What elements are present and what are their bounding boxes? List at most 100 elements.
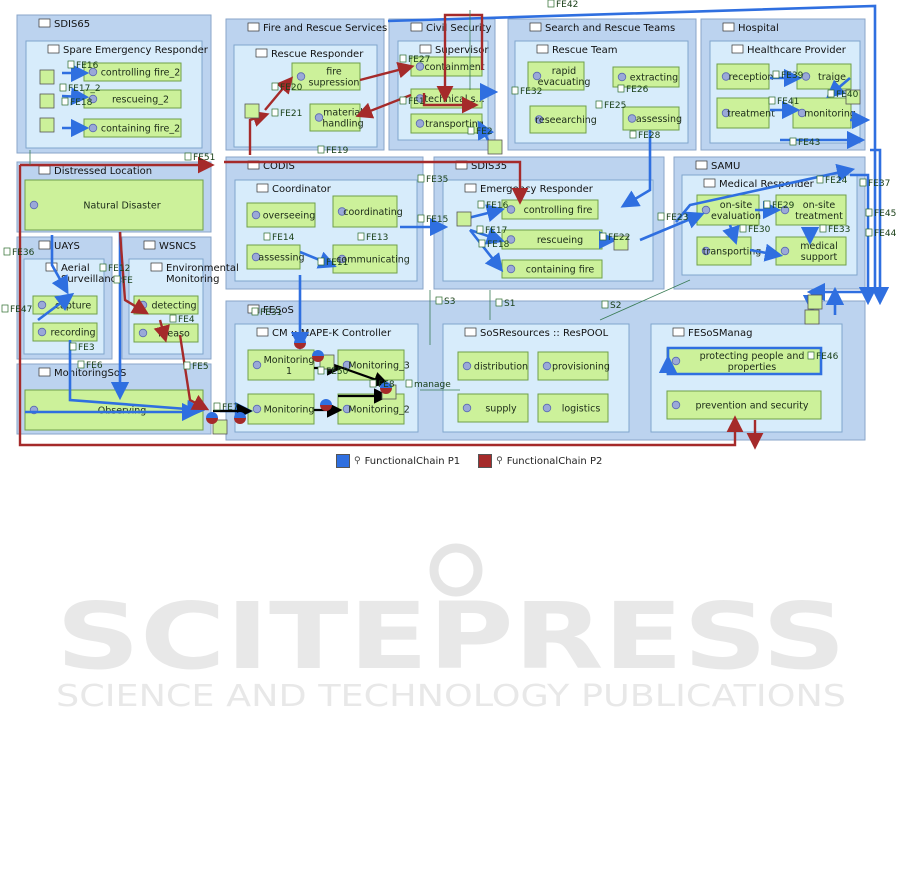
functional-chain-p1-link[interactable] — [668, 348, 823, 374]
exchange-fe37[interactable]: FE37 — [859, 178, 890, 189]
functional-chain-p1-link[interactable] — [620, 130, 652, 208]
function-prevention-security[interactable]: prevention and security — [666, 390, 822, 420]
component-rescue-responder[interactable]: Rescue Responder — [233, 44, 378, 148]
port[interactable] — [487, 139, 503, 155]
function-communicating[interactable]: communicating — [332, 244, 410, 274]
exchange-fe43[interactable]: FE43 — [789, 137, 820, 148]
exchange-fe40[interactable]: FE40 — [827, 89, 859, 100]
functional-chain-p2-link[interactable] — [18, 165, 744, 447]
functional-chain-p2-link[interactable] — [118, 231, 150, 315]
port[interactable] — [39, 69, 55, 85]
function-monitoring-3[interactable]: Monitoring_3 — [337, 349, 410, 381]
exchange-fe35[interactable]: FE35 — [417, 174, 448, 185]
functional-chain-p2-link[interactable] — [436, 13, 484, 103]
functional-chain-p2-link[interactable] — [153, 319, 170, 343]
exchange-fe17-2[interactable]: FE17_2 — [59, 83, 101, 94]
port[interactable] — [845, 89, 861, 105]
function-detecting[interactable]: detecting — [133, 295, 199, 315]
exchange-fe8[interactable]: FE8 — [369, 379, 395, 390]
functional-chain-p2-link[interactable] — [224, 160, 529, 205]
port[interactable] — [807, 294, 823, 310]
exchange-fe22[interactable]: FE22 — [599, 232, 630, 243]
exchange-fe39[interactable]: FE39 — [772, 70, 804, 81]
function-monitoring-a[interactable]: Monitoring — [247, 393, 315, 425]
exchange-fe47[interactable]: FE47 — [1, 304, 32, 315]
exchange-fe3[interactable]: FE3 — [69, 342, 95, 353]
exchange-fe16[interactable]: FE16 — [67, 60, 99, 71]
exchange-fe28[interactable]: FE28 — [629, 130, 661, 141]
exchange-fe50[interactable]: FE50 — [317, 366, 349, 377]
exchange-fe[interactable]: FE — [113, 275, 133, 286]
exchange-s2[interactable]: S2 — [601, 300, 621, 311]
exchange-fe33[interactable]: FE33 — [819, 224, 850, 235]
function-controlling-fire-2[interactable]: controlling fire_2 — [83, 62, 182, 82]
exchange-fe25[interactable]: FE25 — [595, 100, 626, 111]
function-recording[interactable]: recording — [32, 322, 98, 342]
exchange-fe44[interactable]: FE44 — [865, 228, 897, 239]
exchange-fe31[interactable]: FE31 — [251, 307, 282, 318]
exchange-fe16b[interactable]: FE16 — [477, 200, 509, 211]
function-distribution[interactable]: distribution — [457, 351, 529, 381]
exchange-fe1[interactable]: FE1 — [399, 96, 425, 107]
function-coordinating[interactable]: coordinating — [332, 195, 403, 228]
exchange-fe15[interactable]: FE15 — [417, 214, 448, 225]
function-overseeing[interactable]: overseeing — [246, 202, 316, 228]
exchange-fe26[interactable]: FE26 — [617, 84, 649, 95]
functional-chain-p1-link[interactable] — [37, 292, 75, 322]
exchange-fe7[interactable]: FE7 — [213, 402, 239, 413]
port[interactable] — [613, 235, 629, 251]
functional-chain-p1-link[interactable] — [639, 211, 705, 242]
function-treatment[interactable]: treatment — [716, 97, 775, 129]
exchange-fe51[interactable]: FE51 — [184, 152, 215, 163]
function-logistics[interactable]: logistics — [537, 393, 609, 423]
exchange-fe24[interactable]: FE24 — [816, 175, 848, 186]
functional-chain-p1-link[interactable] — [50, 235, 69, 295]
exchange-fe19[interactable]: FE19 — [317, 145, 349, 156]
exchange-fe42[interactable]: FE42 — [547, 0, 578, 10]
functional-chain-p1-link[interactable] — [850, 173, 878, 306]
function-traige[interactable]: traige — [796, 63, 852, 90]
exchange-fe11[interactable]: FE11 — [317, 257, 348, 268]
port[interactable] — [244, 103, 260, 119]
function-natural-disaster[interactable]: Natural Disaster — [24, 179, 204, 231]
functional-chain-p1-link[interactable] — [68, 340, 206, 419]
function-measo[interactable]: measo — [133, 323, 199, 343]
function-rescueing[interactable]: rescueing — [501, 229, 603, 250]
exchange-fe17[interactable]: FE17 — [476, 225, 507, 236]
exchange-fe12[interactable]: FE12 — [99, 263, 130, 274]
exchange-fe21[interactable]: FE21 — [271, 108, 302, 119]
function-provisioning[interactable]: provisioning — [537, 351, 610, 381]
functional-chain-p2-link[interactable] — [422, 93, 479, 114]
exchange-fe23[interactable]: FE23 — [657, 212, 688, 223]
functional-chain-p1-link[interactable] — [870, 148, 890, 306]
function-assessing-rt[interactable]: assessing — [622, 106, 682, 131]
exchange-fe45[interactable]: FE45 — [865, 208, 896, 219]
exchange-fe27[interactable]: FE27 — [399, 54, 430, 65]
functional-chain-p1-link[interactable] — [299, 250, 337, 269]
function-assessing-c[interactable]: assessing — [246, 244, 305, 270]
functional-chain-p1-link[interactable] — [722, 224, 740, 245]
exchange-fe14[interactable]: FE14 — [263, 232, 295, 243]
function-monitoring-2[interactable]: Monitoring_2 — [337, 393, 410, 425]
exchange-fe41[interactable]: FE41 — [768, 96, 799, 107]
function-reception[interactable]: reception — [716, 63, 773, 90]
exchange-manage[interactable]: manage — [405, 379, 451, 390]
function-supply[interactable]: supply — [457, 393, 529, 423]
exchange-fe30[interactable]: FE30 — [739, 224, 771, 235]
exchange-fe4[interactable]: FE4 — [169, 314, 195, 325]
exchange-fe20[interactable]: FE20 — [271, 82, 303, 93]
function-controlling-fire[interactable]: controlling fire — [501, 199, 599, 220]
functional-chain-p2-link[interactable] — [178, 334, 210, 411]
exchange-fe6[interactable]: FE6 — [77, 360, 103, 371]
port[interactable] — [212, 419, 228, 435]
port[interactable] — [39, 93, 55, 109]
exchange-fe46[interactable]: FE46 — [807, 351, 839, 362]
functional-chain-p2-link[interactable] — [359, 61, 415, 82]
exchange-fe29[interactable]: FE29 — [763, 200, 795, 211]
